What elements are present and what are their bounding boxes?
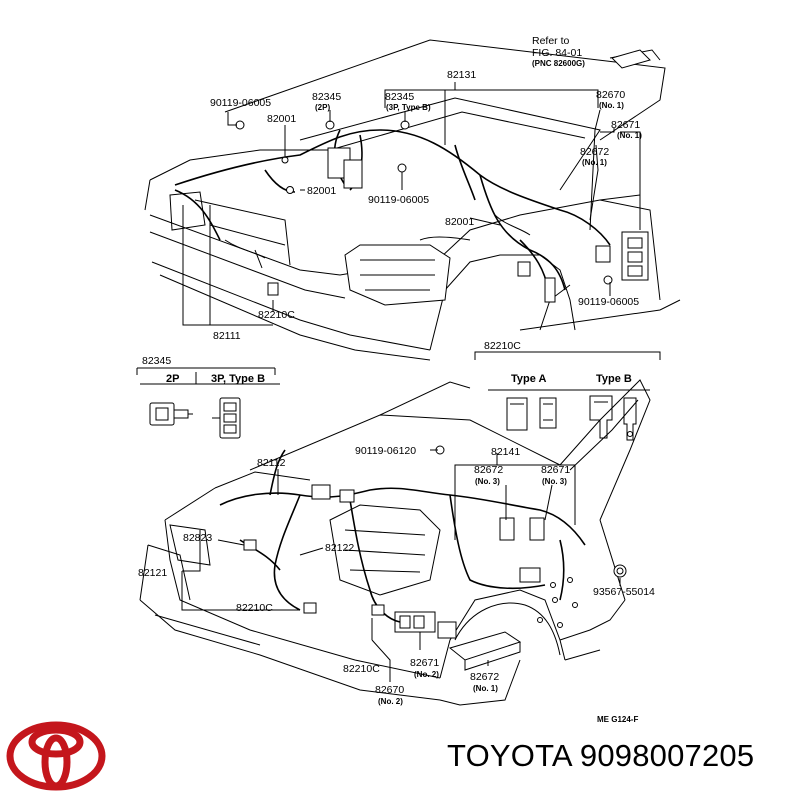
top-leader-lines (182, 82, 641, 326)
no1-a: (No. 1) (599, 101, 624, 110)
part-82001-c: 82001 (445, 216, 474, 228)
part-90119-06005-b: 90119-06005 (368, 194, 429, 206)
connector-82345-inset (136, 367, 280, 439)
part-82671-mid: 82671 (541, 464, 570, 476)
part-labels: Refer to FIG. 84-01 (PNC 82600G) 82131 8… (138, 35, 655, 724)
bottom-car-illustration (139, 379, 651, 706)
header-2p: 2P (166, 373, 179, 385)
part-82111: 82111 (213, 330, 241, 342)
part-82345-a: 82345 (312, 91, 341, 103)
no1-c: (No. 1) (582, 158, 607, 167)
refer-to-label: Refer to (532, 35, 570, 47)
part-90119-06005-c: 90119-06005 (578, 296, 639, 308)
part-82672-bot: 82672 (470, 671, 499, 683)
part-90119-06005-a: 90119-06005 (210, 97, 271, 109)
part-82131: 82131 (447, 69, 476, 81)
part-82210c-a: 82210C (258, 309, 295, 321)
part-82672-top: 82672 (580, 146, 609, 158)
part-82210c-b: 82210C (484, 340, 521, 352)
toyota-logo (6, 721, 106, 791)
no1-d: (No. 1) (473, 684, 498, 693)
no3-a: (No. 3) (475, 477, 500, 486)
part-82141: 82141 (491, 446, 520, 458)
me-code-label: ME G124-F (597, 715, 638, 724)
type-a-label: Type A (511, 373, 547, 385)
part-82210c-c: 82210C (236, 602, 273, 614)
part-93567-55014: 93567-55014 (593, 586, 655, 598)
label-2p: (2P) (315, 103, 330, 112)
top-car-illustration (144, 39, 681, 361)
part-82823: 82823 (183, 532, 212, 544)
part-82122: 82122 (325, 542, 354, 554)
label-3p-type-b: (3P, Type B) (386, 103, 431, 112)
part-82210c-d: 82210C (343, 663, 380, 675)
pnc-label: (PNC 82600G) (532, 59, 585, 68)
part-82001-a: 82001 (267, 113, 296, 125)
part-90119-06120: 90119-06120 (355, 445, 416, 457)
type-b-label: Type B (596, 373, 632, 385)
bottom-leader-lines (181, 449, 621, 682)
no1-b: (No. 1) (617, 131, 642, 140)
part-82670-top: 82670 (596, 89, 625, 101)
no3-b: (No. 3) (542, 477, 567, 486)
part-82345-c: 82345 (142, 355, 171, 367)
part-82671-bot: 82671 (410, 657, 439, 669)
part-82670-bot: 82670 (375, 684, 404, 696)
part-82671-top: 82671 (611, 119, 640, 131)
part-82672-mid: 82672 (474, 464, 503, 476)
fig-label: FIG. 84-01 (532, 47, 582, 59)
part-82121: 82121 (138, 567, 167, 579)
part-82112: 82112 (257, 457, 286, 469)
no2-b: (No. 2) (378, 697, 403, 706)
connector-82210c-inset (474, 351, 661, 441)
header-3p-type-b: 3P, Type B (211, 373, 265, 385)
part-82345-b: 82345 (385, 91, 414, 103)
brand-part-number: TOYOTA 9098007205 (447, 738, 755, 773)
part-82001-b: 82001 (307, 185, 336, 197)
no2-a: (No. 2) (414, 670, 439, 679)
